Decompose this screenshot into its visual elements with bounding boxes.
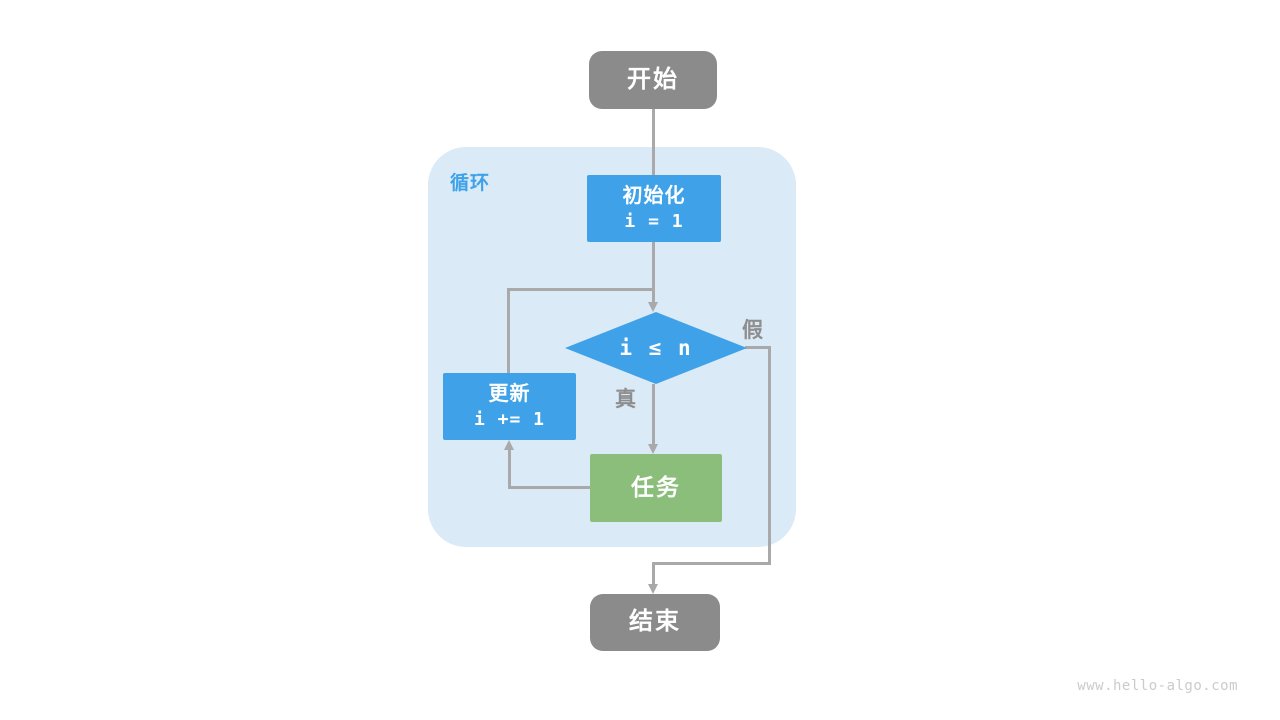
arrowhead-into-condition-icon [648, 302, 658, 312]
connector-false-horizontal-top [745, 346, 771, 349]
end-node: 结束 [590, 594, 720, 651]
connector-false-horizontal-bottom [652, 562, 771, 565]
update-node: 更新 i += 1 [443, 373, 576, 440]
task-node: 任务 [590, 454, 722, 522]
connector-task-update-horizontal [508, 486, 590, 489]
task-node-label: 任务 [631, 474, 681, 501]
arrowhead-into-update-icon [504, 440, 514, 450]
branch-label-true: 真 [615, 388, 636, 411]
loop-group-label: 循环 [450, 173, 491, 194]
connector-into-end-vertical [652, 562, 655, 586]
arrowhead-into-end-icon [648, 584, 658, 594]
update-node-code: i += 1 [473, 408, 546, 430]
connector-task-update-vertical [508, 449, 511, 489]
branch-label-false: 假 [742, 319, 763, 342]
connector-false-vertical [768, 346, 771, 565]
condition-node-code: i ≤ n [619, 336, 693, 360]
connector-start-init [652, 108, 655, 176]
arrowhead-into-task-icon [648, 444, 658, 454]
connector-feedback-vertical [507, 288, 510, 373]
init-node: 初始化 i = 1 [587, 175, 721, 242]
connector-condition-task [652, 384, 655, 444]
start-node: 开始 [589, 51, 717, 109]
start-node-label: 开始 [627, 65, 679, 93]
update-node-title: 更新 [488, 382, 531, 405]
connector-init-condition [652, 242, 655, 304]
watermark-text: www.hello-algo.com [1077, 678, 1238, 694]
init-node-title: 初始化 [622, 184, 686, 207]
end-node-label: 结束 [629, 608, 681, 636]
connector-feedback-horizontal [507, 288, 655, 291]
init-node-code: i = 1 [624, 210, 684, 232]
